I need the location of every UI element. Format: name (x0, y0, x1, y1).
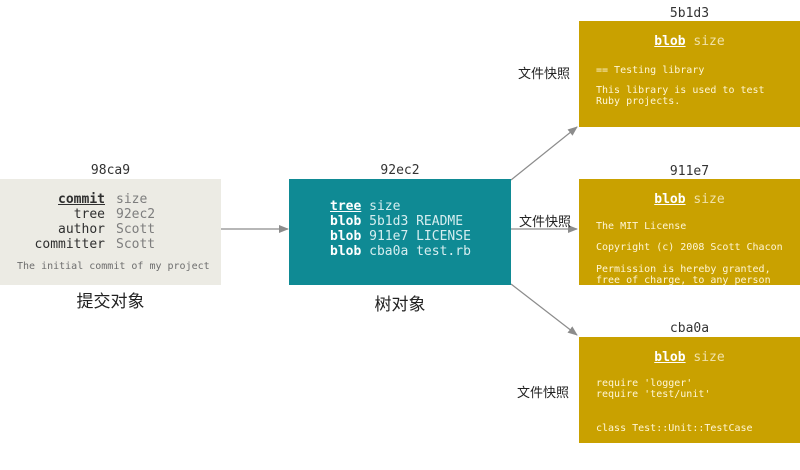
tree-entry-type: blob (330, 244, 362, 259)
arrow-tree-to-blob-1 (510, 126, 578, 181)
blob-size: size (693, 350, 725, 365)
blob-keyword: blob (654, 350, 686, 365)
tree-header-row: tree size (330, 199, 400, 214)
commit-message: The initial commit of my project (17, 261, 210, 272)
edge-label-snapshot-2: 文件快照 (519, 215, 572, 230)
blob-content-line: free of charge, to any person (596, 275, 771, 285)
commit-field-key: committer (34, 237, 105, 252)
commit-field-value: Scott (116, 222, 156, 237)
blob-content-line: == Testing library (596, 65, 705, 76)
tree-entry-hash: 911e7 (369, 229, 409, 244)
blob-content-line: This library is used to test (596, 85, 765, 96)
blob-keyword: blob (654, 34, 686, 49)
blob-object-box: blob size The MIT License Copyright (c) … (579, 179, 800, 285)
blob-size: size (693, 192, 725, 207)
arrow-tree-to-blob-3 (510, 283, 578, 336)
tree-hash: 92ec2 (380, 163, 420, 178)
blob-object-box: blob size require 'logger' require 'test… (579, 337, 800, 443)
tree-entry-name: LICENSE (416, 229, 471, 244)
blob-content-line: require 'logger' (596, 378, 693, 389)
edge-label-snapshot-1: 文件快照 (518, 67, 571, 82)
blob-header: blob size (579, 34, 800, 49)
tree-object-box: tree size blob 5b1d3 README blob 911e7 L… (289, 179, 511, 285)
tree-entry-type: blob (330, 214, 362, 229)
blob-size: size (693, 34, 725, 49)
blob-content-line: require 'test/unit' (596, 389, 711, 400)
tree-entry-type: blob (330, 229, 362, 244)
blob-content-line: Permission is hereby granted, (596, 264, 771, 275)
tree-entry-name: README (416, 214, 464, 229)
blob-hash: 5b1d3 (669, 6, 710, 21)
tree-entry-hash: cba0a (369, 244, 409, 259)
commit-size: size (116, 192, 148, 207)
commit-field-key: author (58, 222, 105, 237)
tree-size: size (369, 199, 401, 214)
tree-entry-row: blob 911e7 LICENSE (330, 229, 471, 244)
commit-field-value: 92ec2 (116, 207, 156, 222)
commit-field-value: Scott (116, 237, 156, 252)
blob-header: blob size (579, 192, 800, 207)
blob-object-box: blob size == Testing library This librar… (579, 21, 800, 127)
commit-hash: 98ca9 (90, 163, 131, 178)
blob-content-line: Copyright (c) 2008 Scott Chacon (596, 242, 783, 253)
blob-hash: cba0a (669, 321, 710, 336)
edge-label-snapshot-3: 文件快照 (517, 386, 570, 401)
blob-hash: 911e7 (669, 164, 710, 179)
tree-entry-row: blob cba0a test.rb (330, 244, 471, 259)
blob-content-line: Ruby projects. (596, 96, 681, 107)
blob-keyword: blob (654, 192, 686, 207)
blob-content-line: class Test::Unit::TestCase (596, 423, 753, 434)
blob-header: blob size (579, 350, 800, 365)
commit-caption: 提交对象 (76, 292, 145, 312)
tree-entry-row: blob 5b1d3 README (330, 214, 463, 229)
tree-keyword: tree (330, 199, 362, 214)
tree-entry-hash: 5b1d3 (369, 214, 409, 229)
tree-entry-name: test.rb (416, 244, 471, 259)
commit-field-key: tree (73, 207, 105, 222)
commit-keyword: commit (58, 192, 105, 207)
commit-object-box: commit size tree 92ec2 author Scott comm… (0, 179, 221, 285)
tree-caption: 树对象 (374, 295, 426, 315)
blob-content-line: The MIT License (596, 221, 687, 232)
